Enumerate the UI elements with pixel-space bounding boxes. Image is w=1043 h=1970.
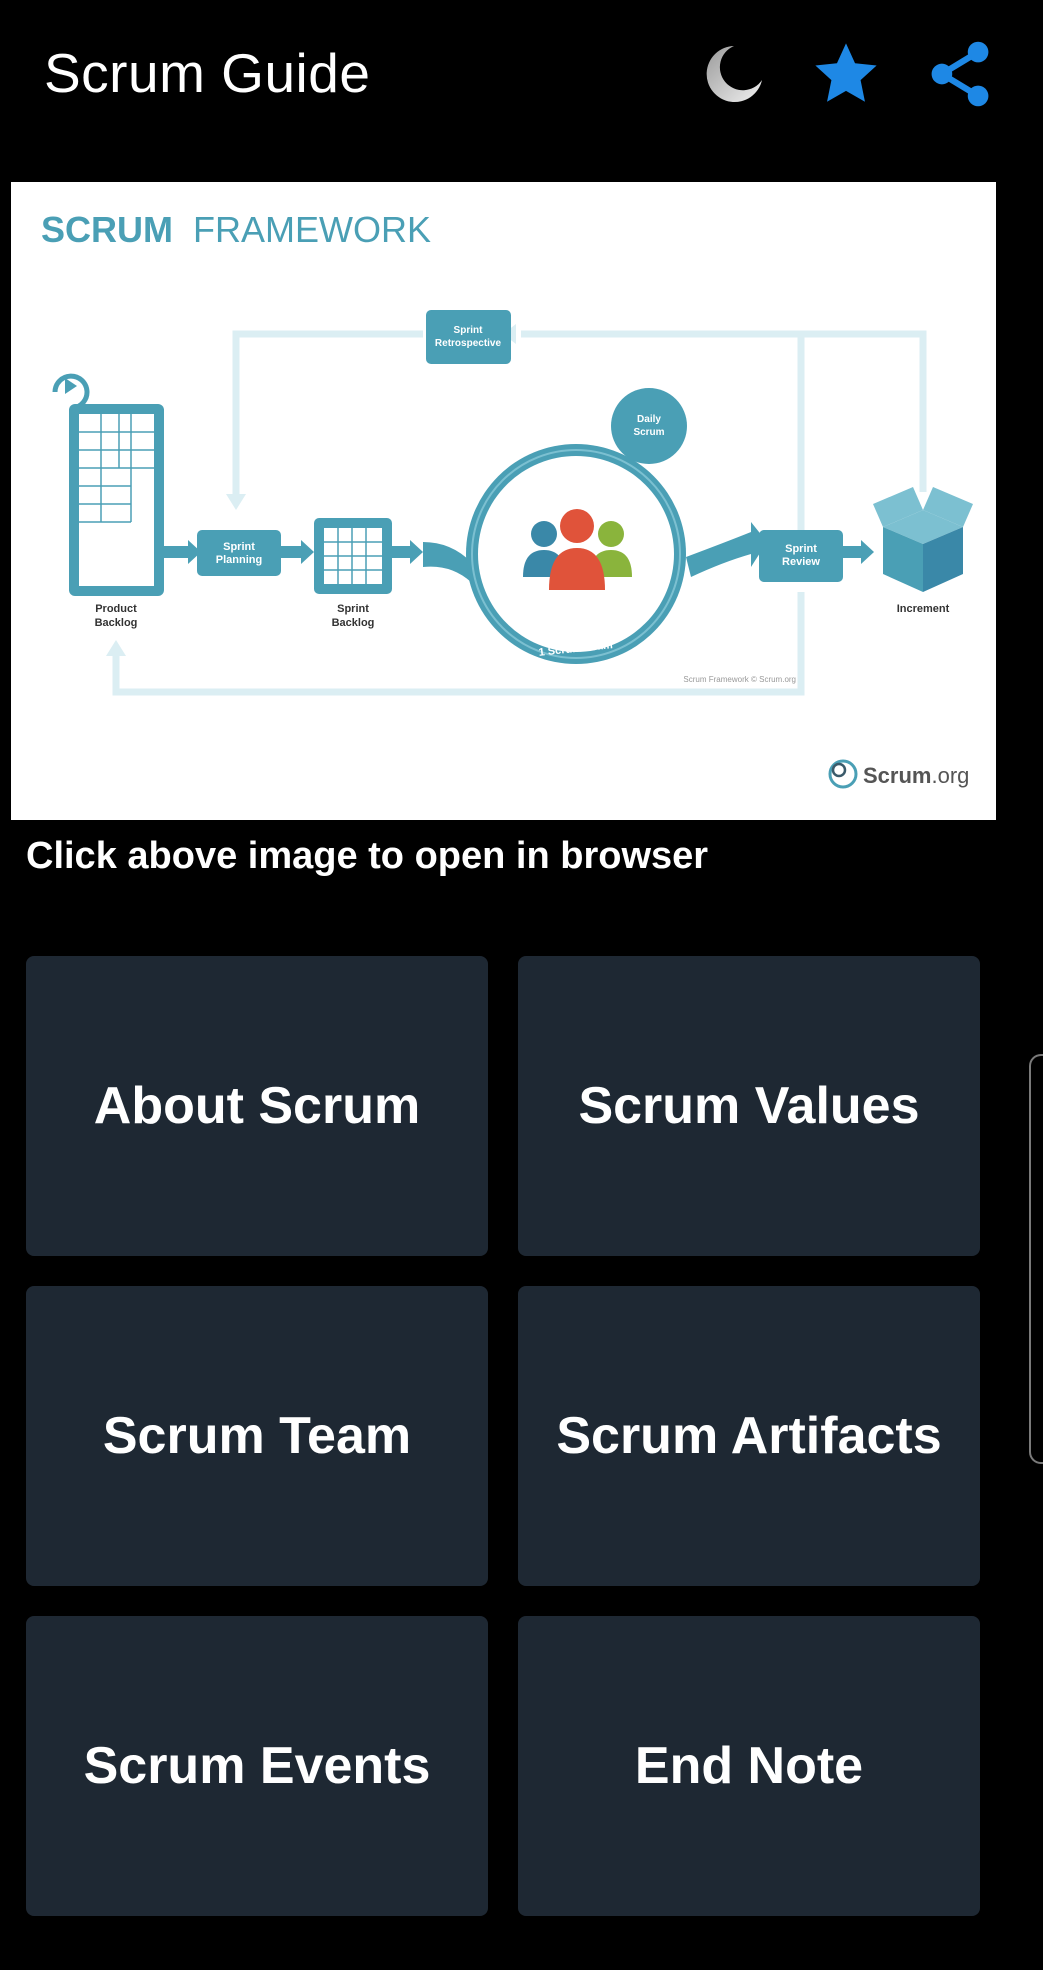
image-caption: Click above image to open in browser: [26, 835, 709, 877]
app-bar: Scrum Guide: [0, 0, 1043, 150]
svg-text:Sprint: Sprint: [337, 603, 369, 615]
app-title: Scrum Guide: [44, 42, 371, 104]
increment-box-icon: [873, 487, 973, 592]
scrum-team-button[interactable]: Scrum Team: [26, 1286, 488, 1586]
svg-text:Sprint: Sprint: [223, 541, 255, 553]
svg-text:Scrum.org: Scrum.org: [863, 763, 969, 788]
svg-text:Sprint: Sprint: [785, 543, 817, 555]
svg-text:Review: Review: [782, 556, 820, 568]
scrum-values-button[interactable]: Scrum Values: [518, 956, 980, 1256]
about-scrum-button[interactable]: About Scrum: [26, 956, 488, 1256]
end-note-button[interactable]: End Note: [518, 1616, 980, 1916]
share-icon[interactable]: [922, 36, 998, 112]
scrum-org-logo: Scrum.org: [828, 759, 969, 789]
star-icon[interactable]: [808, 36, 884, 112]
moon-icon[interactable]: [696, 36, 772, 112]
svg-text:Sprint: Sprint: [454, 325, 484, 336]
svg-text:Scrum: Scrum: [633, 427, 664, 438]
svg-text:Backlog: Backlog: [332, 617, 375, 629]
svg-text:Daily: Daily: [637, 414, 661, 425]
framework-heading: SCRUM FRAMEWORK: [41, 209, 431, 250]
svg-text:Increment: Increment: [897, 603, 950, 615]
svg-text:Product: Product: [95, 603, 137, 615]
edge-panel-handle[interactable]: [1029, 1054, 1043, 1464]
scrum-artifacts-button[interactable]: Scrum Artifacts: [518, 1286, 980, 1586]
scrum-events-button[interactable]: Scrum Events: [26, 1616, 488, 1916]
svg-text:Backlog: Backlog: [95, 617, 138, 629]
svg-text:Retrospective: Retrospective: [435, 338, 502, 349]
scrum-framework-image[interactable]: SCRUM FRAMEWORK Product Backlo: [11, 182, 996, 820]
svg-text:Scrum Framework © Scrum.org: Scrum Framework © Scrum.org: [683, 675, 796, 684]
team-people-icon: [523, 509, 632, 590]
svg-text:Planning: Planning: [216, 554, 262, 566]
